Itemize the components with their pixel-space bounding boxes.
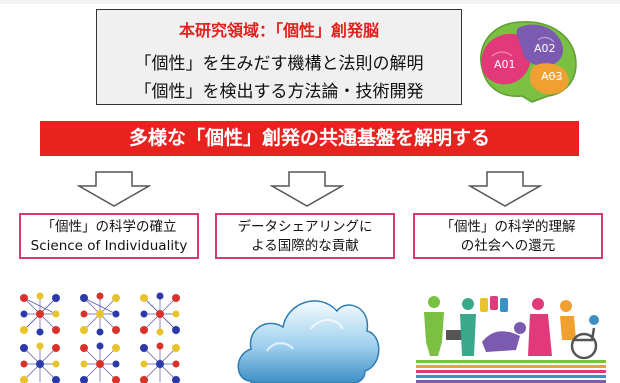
outcome-society-line1: 「個性」の科学的理解 [440,219,576,235]
outcome-data-line2: よる国際的な貢献 [251,238,359,254]
outcome-box-science: 「個性」の科学の確立 Science of Individuality [19,213,199,259]
research-goal-1: 「個性」を生みだす機構と法則の解明 [134,54,424,74]
network-grid-icon [20,292,180,383]
cloud-icon [237,300,380,383]
brain-icon: A01 A02 A03 [480,21,577,103]
outcome-science-line2: Science of Individuality [30,238,188,254]
area-prefix: 本研究領域： [178,21,275,40]
down-arrow-icon [77,171,151,207]
down-arrow-icon [270,171,344,207]
brain-label-a03: A03 [541,70,563,83]
common-foundation-banner: 多様な「個性」創発の共通基盤を解明する [40,121,579,156]
research-goal-2: 「個性」を検出する方法論・技術開発 [134,82,424,102]
top-rule [0,0,620,4]
down-arrow-icon [468,171,542,207]
research-area-title: 本研究領域：「個性」創発脳 [97,17,461,41]
outcome-box-data-sharing: データシェアリングに よる国際的な貢献 [215,213,395,259]
outcome-box-society: 「個性」の科学的理解 の社会への還元 [413,213,603,259]
brain-region-a01 [481,33,532,85]
brain-region-a03 [529,63,569,95]
research-area-box: 本研究領域：「個性」創発脳 「個性」を生みだす機構と法則の解明 「個性」を検出す… [96,9,462,105]
brain-region-a02 [516,24,564,66]
outcome-society-line2: の社会への還元 [460,238,556,254]
outcome-science-line1: 「個性」の科学の確立 [41,219,177,235]
brain-label-a02: A02 [534,42,556,55]
outcome-data-line1: データシェアリングに [237,219,373,235]
people-icon [416,296,606,383]
area-emphasis: 「個性」創発脳 [275,21,380,40]
brain-label-a01: A01 [494,58,516,71]
